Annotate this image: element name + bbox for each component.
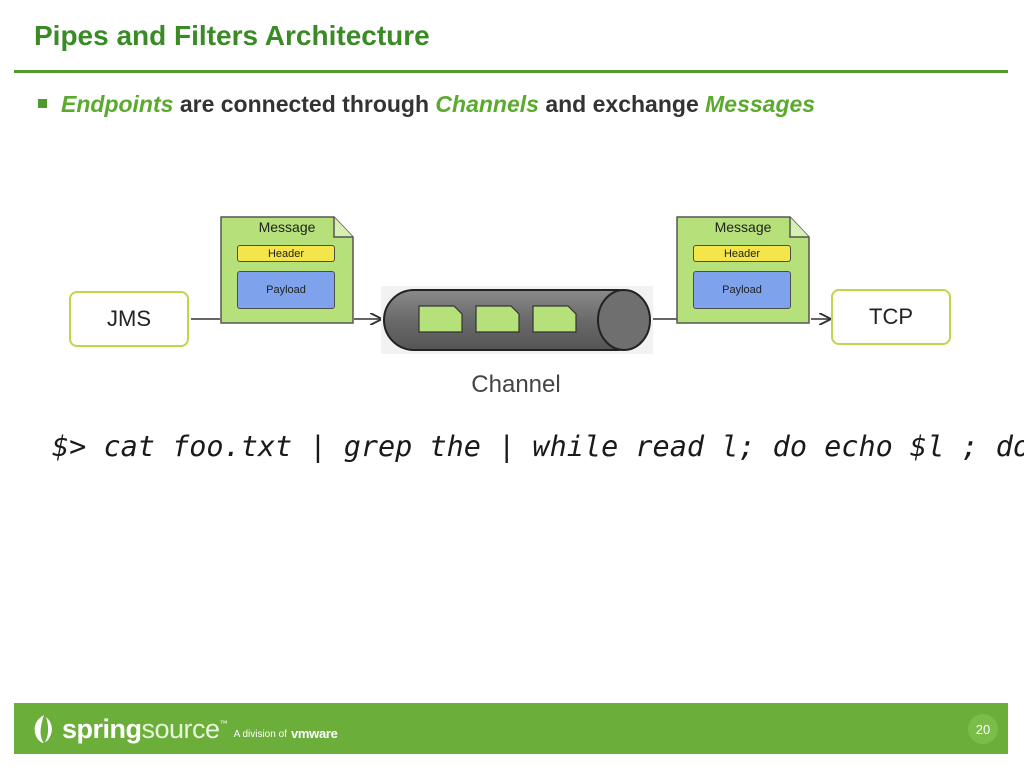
title-divider [14, 70, 1008, 73]
bullet-point: Endpoints are connected through Channels… [38, 91, 815, 118]
page-number: 20 [968, 714, 998, 744]
channel-message-icon [418, 305, 463, 333]
jms-endpoint-label: JMS [107, 306, 151, 331]
term-messages: Messages [705, 91, 816, 117]
message-payload: Payload [693, 271, 791, 309]
channel-label: Channel [471, 371, 561, 398]
bullet-text-1: are connected through [173, 91, 436, 117]
jms-endpoint: JMS [69, 291, 189, 347]
message-title: Message [258, 219, 316, 235]
term-channels: Channels [435, 91, 539, 117]
message-header: Header [237, 245, 335, 262]
message-header: Header [693, 245, 791, 262]
message-payload: Payload [237, 271, 335, 309]
square-bullet-icon [38, 99, 47, 108]
term-endpoints: Endpoints [61, 91, 174, 117]
division-text: A division of [233, 728, 287, 740]
channel-pipe [381, 286, 653, 354]
tcp-endpoint: TCP [831, 289, 951, 345]
message-right: Message Header Payload [676, 216, 810, 324]
vmware-logo: vmware [290, 725, 338, 741]
trademark-mark: ™ [219, 719, 228, 728]
channel-message-icon [532, 305, 577, 333]
bullet-text-2: and exchange [538, 91, 706, 117]
message-title: Message [714, 219, 772, 235]
tcp-endpoint-label: TCP [869, 304, 913, 329]
brand-source: source [141, 713, 221, 744]
channel-message-icon [475, 305, 520, 333]
leaf-icon [34, 715, 52, 743]
shell-command: $> cat foo.txt | grep the | while read l… [52, 430, 1024, 463]
slide-title: Pipes and Filters Architecture [34, 20, 430, 51]
message-left: Message Header Payload [220, 216, 354, 324]
brand-spring: spring [62, 713, 142, 744]
